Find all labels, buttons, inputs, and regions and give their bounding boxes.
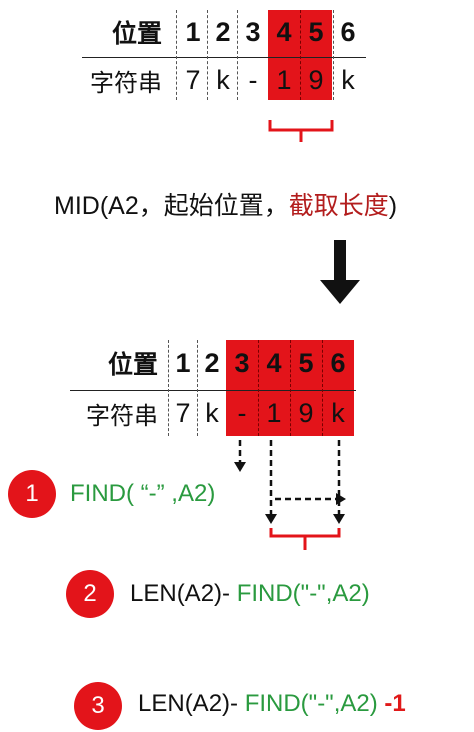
position-cell-5: 5	[308, 16, 324, 47]
position-cell-1: 1	[185, 16, 201, 47]
column-separator	[197, 340, 198, 436]
column-separator	[168, 340, 169, 436]
down-arrow-icon	[320, 240, 360, 304]
step-1-formula: FIND( “-” ,A2)	[70, 480, 216, 507]
column-separator	[176, 10, 177, 100]
dashed-arrows	[234, 440, 346, 550]
column-separator	[290, 340, 291, 436]
position-cell-2: 2	[215, 16, 231, 47]
position-cell-6: 6	[340, 16, 356, 47]
length-bracket-top	[268, 120, 334, 142]
row-divider	[82, 57, 366, 58]
step-3-formula: LEN(A2)- FIND("-",A2) -1	[138, 690, 406, 718]
position-cell-1: 1	[175, 347, 191, 378]
column-separator	[258, 340, 259, 436]
position-cell-3: 3	[245, 16, 261, 47]
position-cell-4: 4	[266, 347, 282, 378]
column-separator	[322, 340, 323, 436]
char-cell-5: 9	[308, 64, 324, 95]
step-badge-3: 3	[74, 682, 122, 730]
step-badge-1: 1	[8, 470, 56, 518]
char-cell-5: 9	[298, 397, 314, 428]
column-separator	[207, 10, 208, 100]
position-table-bottom: 位置 1 2 3 4 5 6 字符串 7 k - 1 9 k	[0, 330, 474, 440]
step-3-len-part: LEN(A2)-	[138, 690, 245, 717]
row-label: 字符串	[90, 69, 162, 97]
char-cell-3: -	[237, 397, 247, 428]
position-cell-4: 4	[276, 16, 292, 47]
mid-formula-length-param: 截取长度	[288, 192, 389, 220]
char-cell-6: k	[331, 397, 345, 428]
step-badge-2: 2	[66, 570, 114, 618]
char-cell-2: k	[205, 397, 219, 428]
mid-formula-prefix: MID(A2，起始位置，	[54, 192, 289, 220]
column-separator	[333, 10, 334, 100]
position-cell-5: 5	[298, 347, 314, 378]
step-3-find-part: FIND("-",A2)	[244, 690, 385, 717]
column-separator	[237, 10, 238, 100]
mid-formula: MID(A2，起始位置，截取长度)	[54, 186, 397, 222]
char-cell-3: -	[248, 64, 258, 95]
column-separator	[300, 10, 301, 100]
position-cell-2: 2	[204, 347, 220, 378]
header-label: 位置	[107, 351, 158, 379]
position-table-top: 位置 1 2 3 4 5 6 字符串 7 k - 1 9 k	[0, 0, 474, 110]
position-cell-3: 3	[234, 347, 250, 378]
step-2-len-part: LEN(A2)-	[130, 580, 237, 607]
char-cell-1: 7	[175, 397, 191, 428]
char-cell-6: k	[341, 64, 355, 95]
header-label: 位置	[111, 20, 162, 48]
mid-formula-suffix: )	[388, 192, 398, 220]
char-cell-4: 1	[266, 397, 282, 428]
row-divider	[70, 390, 356, 391]
step-3-minus-one: -1	[384, 690, 406, 717]
char-cell-4: 1	[276, 64, 292, 95]
step-2-formula: LEN(A2)- FIND("-",A2)	[130, 580, 370, 608]
position-cell-6: 6	[330, 347, 346, 378]
row-label: 字符串	[86, 402, 158, 430]
char-cell-1: 7	[185, 64, 201, 95]
char-cell-2: k	[216, 64, 230, 95]
step-2-find-part: FIND("-",A2)	[236, 580, 370, 607]
